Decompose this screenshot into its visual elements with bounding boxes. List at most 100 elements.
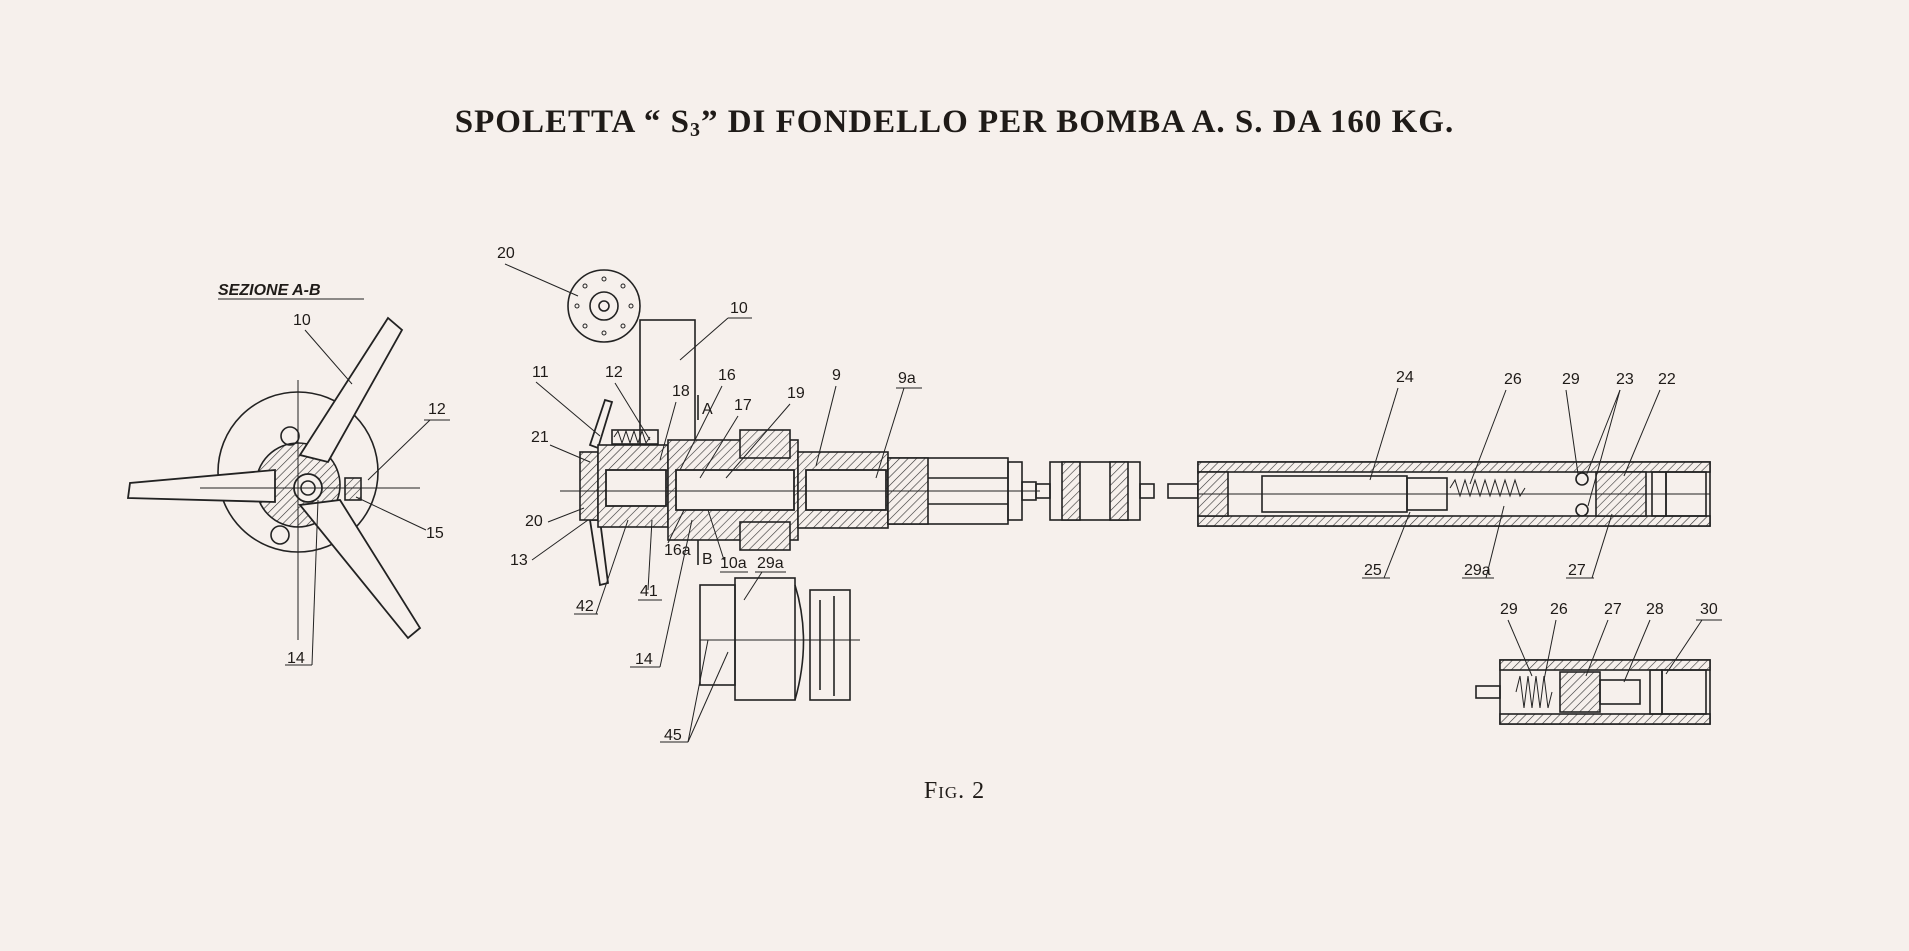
middle-coupling [1035,461,1155,521]
dial-detail: 20 [497,245,641,343]
leader-sec-14 [311,499,319,666]
detail-wall-top [1499,659,1711,671]
label-dial-20: 20 [497,245,515,262]
spring-housing [611,429,659,445]
label-r-25: 25 [1364,562,1382,579]
leader-sec-10 [304,329,353,385]
rear-assembly: 24 26 29 23 22 25 29a 27 [1167,369,1711,579]
label-A: A [702,401,713,418]
dial-outer [567,269,641,343]
coupling-hatch-right [1109,461,1129,521]
lower-part-flange [809,589,851,701]
leader-r-23-a [1585,389,1621,477]
ball-lower [1575,503,1589,517]
label-sec-15: 15 [426,525,444,542]
figure-caption: Fig. 2 [923,778,986,804]
detail-view: 29 26 27 28 30 [1475,601,1722,725]
dial-center [598,300,610,312]
coupling-stub-right [1139,483,1155,499]
leader-s-26 [1543,619,1557,681]
title-main: SPOLETTA [454,104,635,140]
lower-part-stem [699,584,736,686]
label-r-27: 27 [1568,562,1586,579]
dial-inner [589,291,619,321]
rear-spring [1449,478,1526,498]
label-r-29a: 29a [1464,562,1491,579]
detail-plunger [1559,671,1601,713]
label-r-22: 22 [1658,371,1676,388]
label-r-29: 29 [1562,371,1580,388]
leader-10 [679,317,729,361]
label-B: B [702,551,713,568]
leader-r-29 [1565,389,1579,475]
detail-rod [1475,685,1501,699]
ball-upper [1575,472,1589,486]
label-14: 14 [635,651,653,668]
leader-19 [725,403,791,479]
leader-14 [659,519,693,668]
top-boss [739,429,791,459]
section-title: SEZIONE A-B [218,282,321,299]
label-s-30: 30 [1700,601,1718,618]
head-spring [613,429,651,445]
label-s-26: 26 [1550,601,1568,618]
label-11: 11 [532,364,549,381]
leader-29a-left [743,571,763,601]
detail-spring [1515,675,1553,709]
section-blade-upper [298,316,404,464]
rear-rod [1167,483,1199,499]
label-10a: 10a [720,555,747,572]
title-quote-open: “ S [643,104,690,140]
leader-sec-15 [355,496,427,531]
section-side-block [344,477,362,501]
leader-45-a [687,639,709,743]
label-s-27: 27 [1604,601,1622,618]
label-21: 21 [531,429,549,446]
label-10: 10 [730,300,748,317]
leader-20 [547,507,585,523]
leader-r-29a [1485,505,1505,579]
label-29a-left: 29a [757,555,784,572]
leader-17 [699,415,739,479]
main-bore [675,469,795,511]
leader-11 [535,381,601,437]
leader-r-24 [1369,387,1399,481]
leader-r-26 [1469,389,1507,485]
label-sec-10: 10 [293,312,311,329]
lower-part-curve [794,584,805,701]
label-12: 12 [605,364,623,381]
leader-s-29 [1507,619,1533,677]
leader-r-23-b [1587,389,1621,507]
page-title: SPOLETTA “ S3” DI FONDELLO PER BOMBA A. … [0,104,1909,142]
mid-sleeve-bore [805,469,887,511]
leader-45-b [687,651,729,743]
head-plate [579,451,599,521]
detail-pin [1599,679,1641,705]
label-sec-12: 12 [428,401,446,418]
label-9a: 9a [898,370,916,387]
leader-r-22 [1623,389,1661,477]
rear-tube-wall-top [1197,461,1711,473]
leader-s-27 [1585,619,1609,677]
label-sec-14: 14 [287,650,305,667]
label-s-28: 28 [1646,601,1664,618]
leader-18 [659,401,677,461]
leader-s-28 [1623,619,1651,683]
label-r-26: 26 [1504,371,1522,388]
label-s-29: 29 [1500,601,1518,618]
rear-tube-wall-bottom [1197,515,1711,527]
striker-lever [588,398,614,450]
leader-16 [679,385,723,471]
leader-r-25 [1383,511,1411,579]
label-r-23: 23 [1616,371,1634,388]
leader-r-27 [1591,513,1613,579]
leader-42 [595,519,629,615]
detail-washer [1649,669,1663,715]
head-bore [605,469,667,507]
leader-16a [667,509,685,544]
leader-9 [815,385,837,467]
label-r-24: 24 [1396,369,1414,386]
label-20: 20 [525,513,543,530]
label-17: 17 [734,397,752,414]
